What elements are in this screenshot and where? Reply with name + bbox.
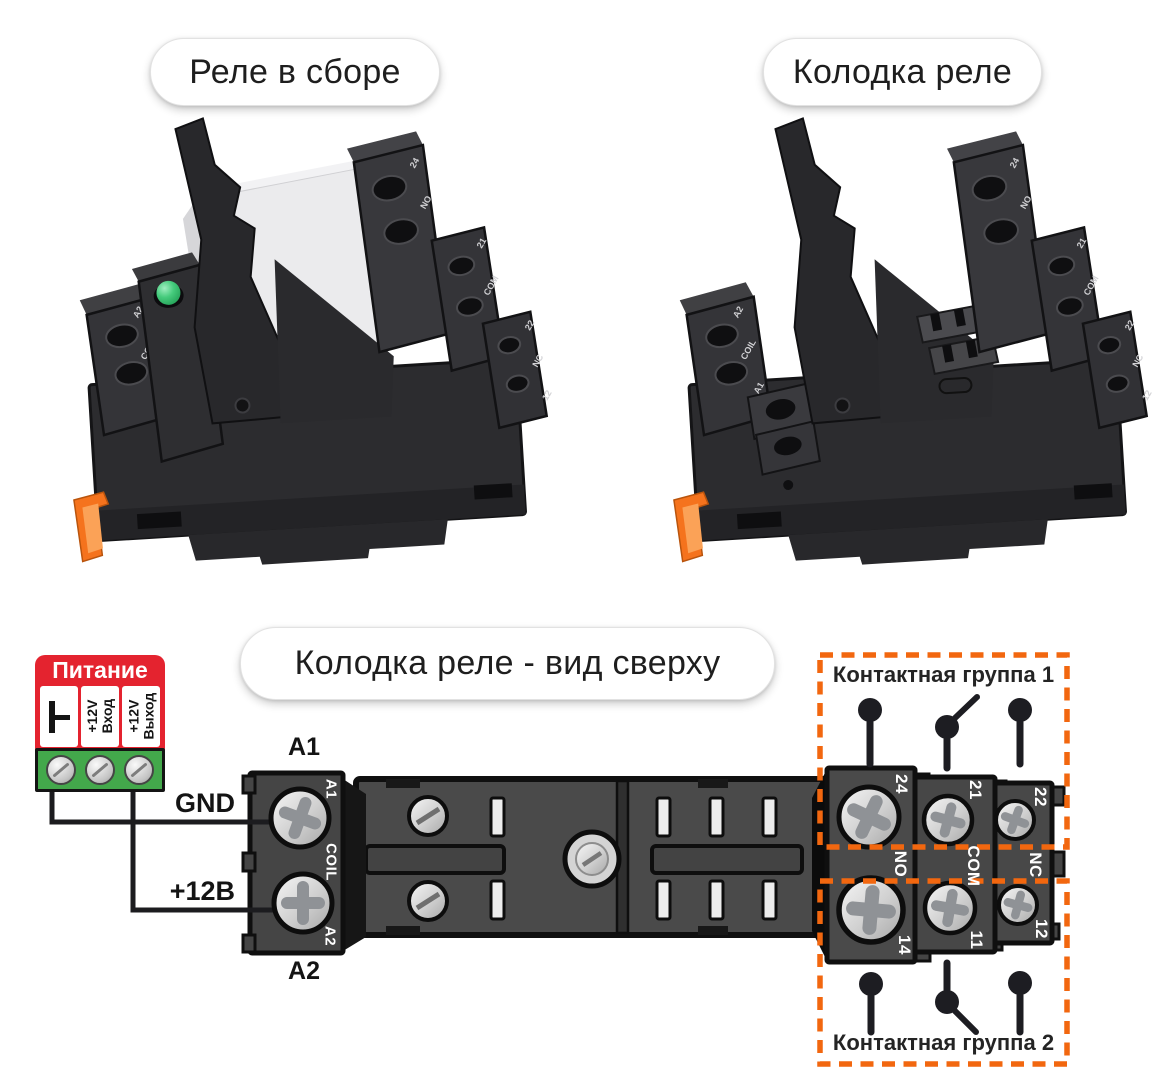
photo-label-22: 22 xyxy=(1123,318,1137,332)
power-cell-12v-in-label: +12V Вход xyxy=(83,699,115,734)
contact-slots xyxy=(489,796,778,921)
socket-wall xyxy=(274,259,394,424)
label-line: Вход xyxy=(99,699,115,734)
green-led-icon xyxy=(156,280,181,305)
label-line: Выход xyxy=(140,693,157,740)
terminal-hole xyxy=(456,296,484,317)
wire-label-gnd: GND xyxy=(175,788,235,818)
terminal-hole xyxy=(371,174,408,202)
terminal-hole xyxy=(114,360,149,386)
power-cell-12v-in: +12V Вход xyxy=(81,686,119,747)
screw-14-icon xyxy=(836,875,906,945)
terminal-hole xyxy=(505,374,530,393)
pin-21-icon xyxy=(935,694,980,772)
retainer-clip xyxy=(774,117,888,425)
power-wires xyxy=(49,786,296,913)
terminal-hole xyxy=(1047,255,1076,277)
screw-24-icon xyxy=(836,784,902,850)
screw-21-icon xyxy=(921,793,975,847)
photo-label-22: 22 xyxy=(523,318,537,332)
coil-label-a1: A1 xyxy=(288,733,320,761)
photo-label-12: 12 xyxy=(1140,388,1154,402)
screw-icon xyxy=(84,755,115,785)
screw-a1-icon xyxy=(268,786,332,850)
screw-hole xyxy=(234,397,251,414)
coil-contact-hole xyxy=(765,399,796,420)
din-clip-orange xyxy=(73,491,110,563)
socket-body xyxy=(353,776,833,938)
gnd-wire xyxy=(49,786,294,825)
plus12v-wire xyxy=(130,786,296,913)
power-screw-strip xyxy=(35,748,165,792)
photo-label-24: 24 xyxy=(1008,156,1022,170)
pin-11-icon xyxy=(935,959,979,1035)
terminal-screws xyxy=(268,784,1039,945)
pin-14-icon xyxy=(859,972,883,1036)
wire-label-12v: +12В xyxy=(169,876,235,906)
power-cell-12v-out: +12V Выход xyxy=(122,686,160,747)
coil-contact-hole xyxy=(774,436,802,456)
photo-label-21: 21 xyxy=(1075,236,1089,250)
screw-22-icon xyxy=(994,799,1036,841)
power-terminal-block: Питание +12V Вход +12V Выход xyxy=(35,655,165,792)
contact-terminal-steps: 24 NO 14 21 COM 11 22 NC 12 xyxy=(346,131,554,430)
terminal-hole xyxy=(105,323,139,349)
terminal-hole xyxy=(497,335,522,355)
din-clip-orange xyxy=(673,491,710,563)
label-line: +12V xyxy=(83,699,100,734)
power-cells: +12V Вход +12V Выход xyxy=(40,686,160,747)
power-cell-ground xyxy=(40,686,78,747)
screw-icon xyxy=(123,755,154,785)
photo-label-12: 12 xyxy=(540,388,554,402)
caption-top-view: Колодка реле - вид сверху xyxy=(240,627,775,700)
photo-label-a2: A2 xyxy=(731,305,745,320)
coil-label-a2: A2 xyxy=(288,957,320,985)
contact-group-1-box xyxy=(817,652,1070,850)
power-cell-12v-out-label: +12V Выход xyxy=(124,693,157,740)
photo-label-21: 21 xyxy=(475,236,489,250)
contact-group-2-label: Контактная группа 2 xyxy=(832,1030,1055,1055)
terminal-hole xyxy=(983,218,1019,245)
socket-interior xyxy=(746,382,821,490)
photo-label-24: 24 xyxy=(408,156,422,170)
screw-hole xyxy=(834,397,851,414)
screw-icon xyxy=(46,755,77,785)
pin-24-icon xyxy=(858,698,882,768)
caption-relay-socket: Колодка реле xyxy=(763,38,1042,106)
photo-label-a1: A1 xyxy=(752,381,766,396)
screw-a2-icon xyxy=(271,871,335,935)
pin-22-icon xyxy=(1008,698,1032,768)
photo-relay-socket: A2 COIL A1 xyxy=(673,117,1154,565)
screw-12-icon xyxy=(997,884,1039,926)
screw-11-icon xyxy=(922,880,978,936)
terminal-hole xyxy=(1105,374,1130,393)
pin-12-icon xyxy=(1008,971,1032,1036)
contact-group-1-label: Контактная группа 1 xyxy=(832,662,1055,687)
terminal-hole xyxy=(705,323,739,349)
power-title: Питание xyxy=(52,657,148,683)
contact-pins xyxy=(858,694,1032,1036)
terminal-hole xyxy=(447,255,476,277)
center-hole-icon xyxy=(562,829,622,889)
retainer-clip xyxy=(174,117,288,425)
contact-terminal-steps: 24 NO 14 21 COM 11 22 NC 12 xyxy=(946,131,1154,430)
caption-relay-assembled: Реле в сборе xyxy=(150,38,440,106)
terminal-hole xyxy=(971,174,1008,202)
terminal-hole xyxy=(383,218,419,245)
ground-icon xyxy=(49,700,70,733)
terminal-hole xyxy=(1097,335,1122,355)
terminal-hole xyxy=(714,360,749,386)
contact-slot-ledges xyxy=(916,303,1000,395)
label-line: +12V xyxy=(124,699,141,734)
photo-relay-assembled: A2 COIL A1 24 xyxy=(73,117,554,565)
terminal-hole xyxy=(1056,296,1084,317)
mounting-screw-icon xyxy=(407,795,449,922)
